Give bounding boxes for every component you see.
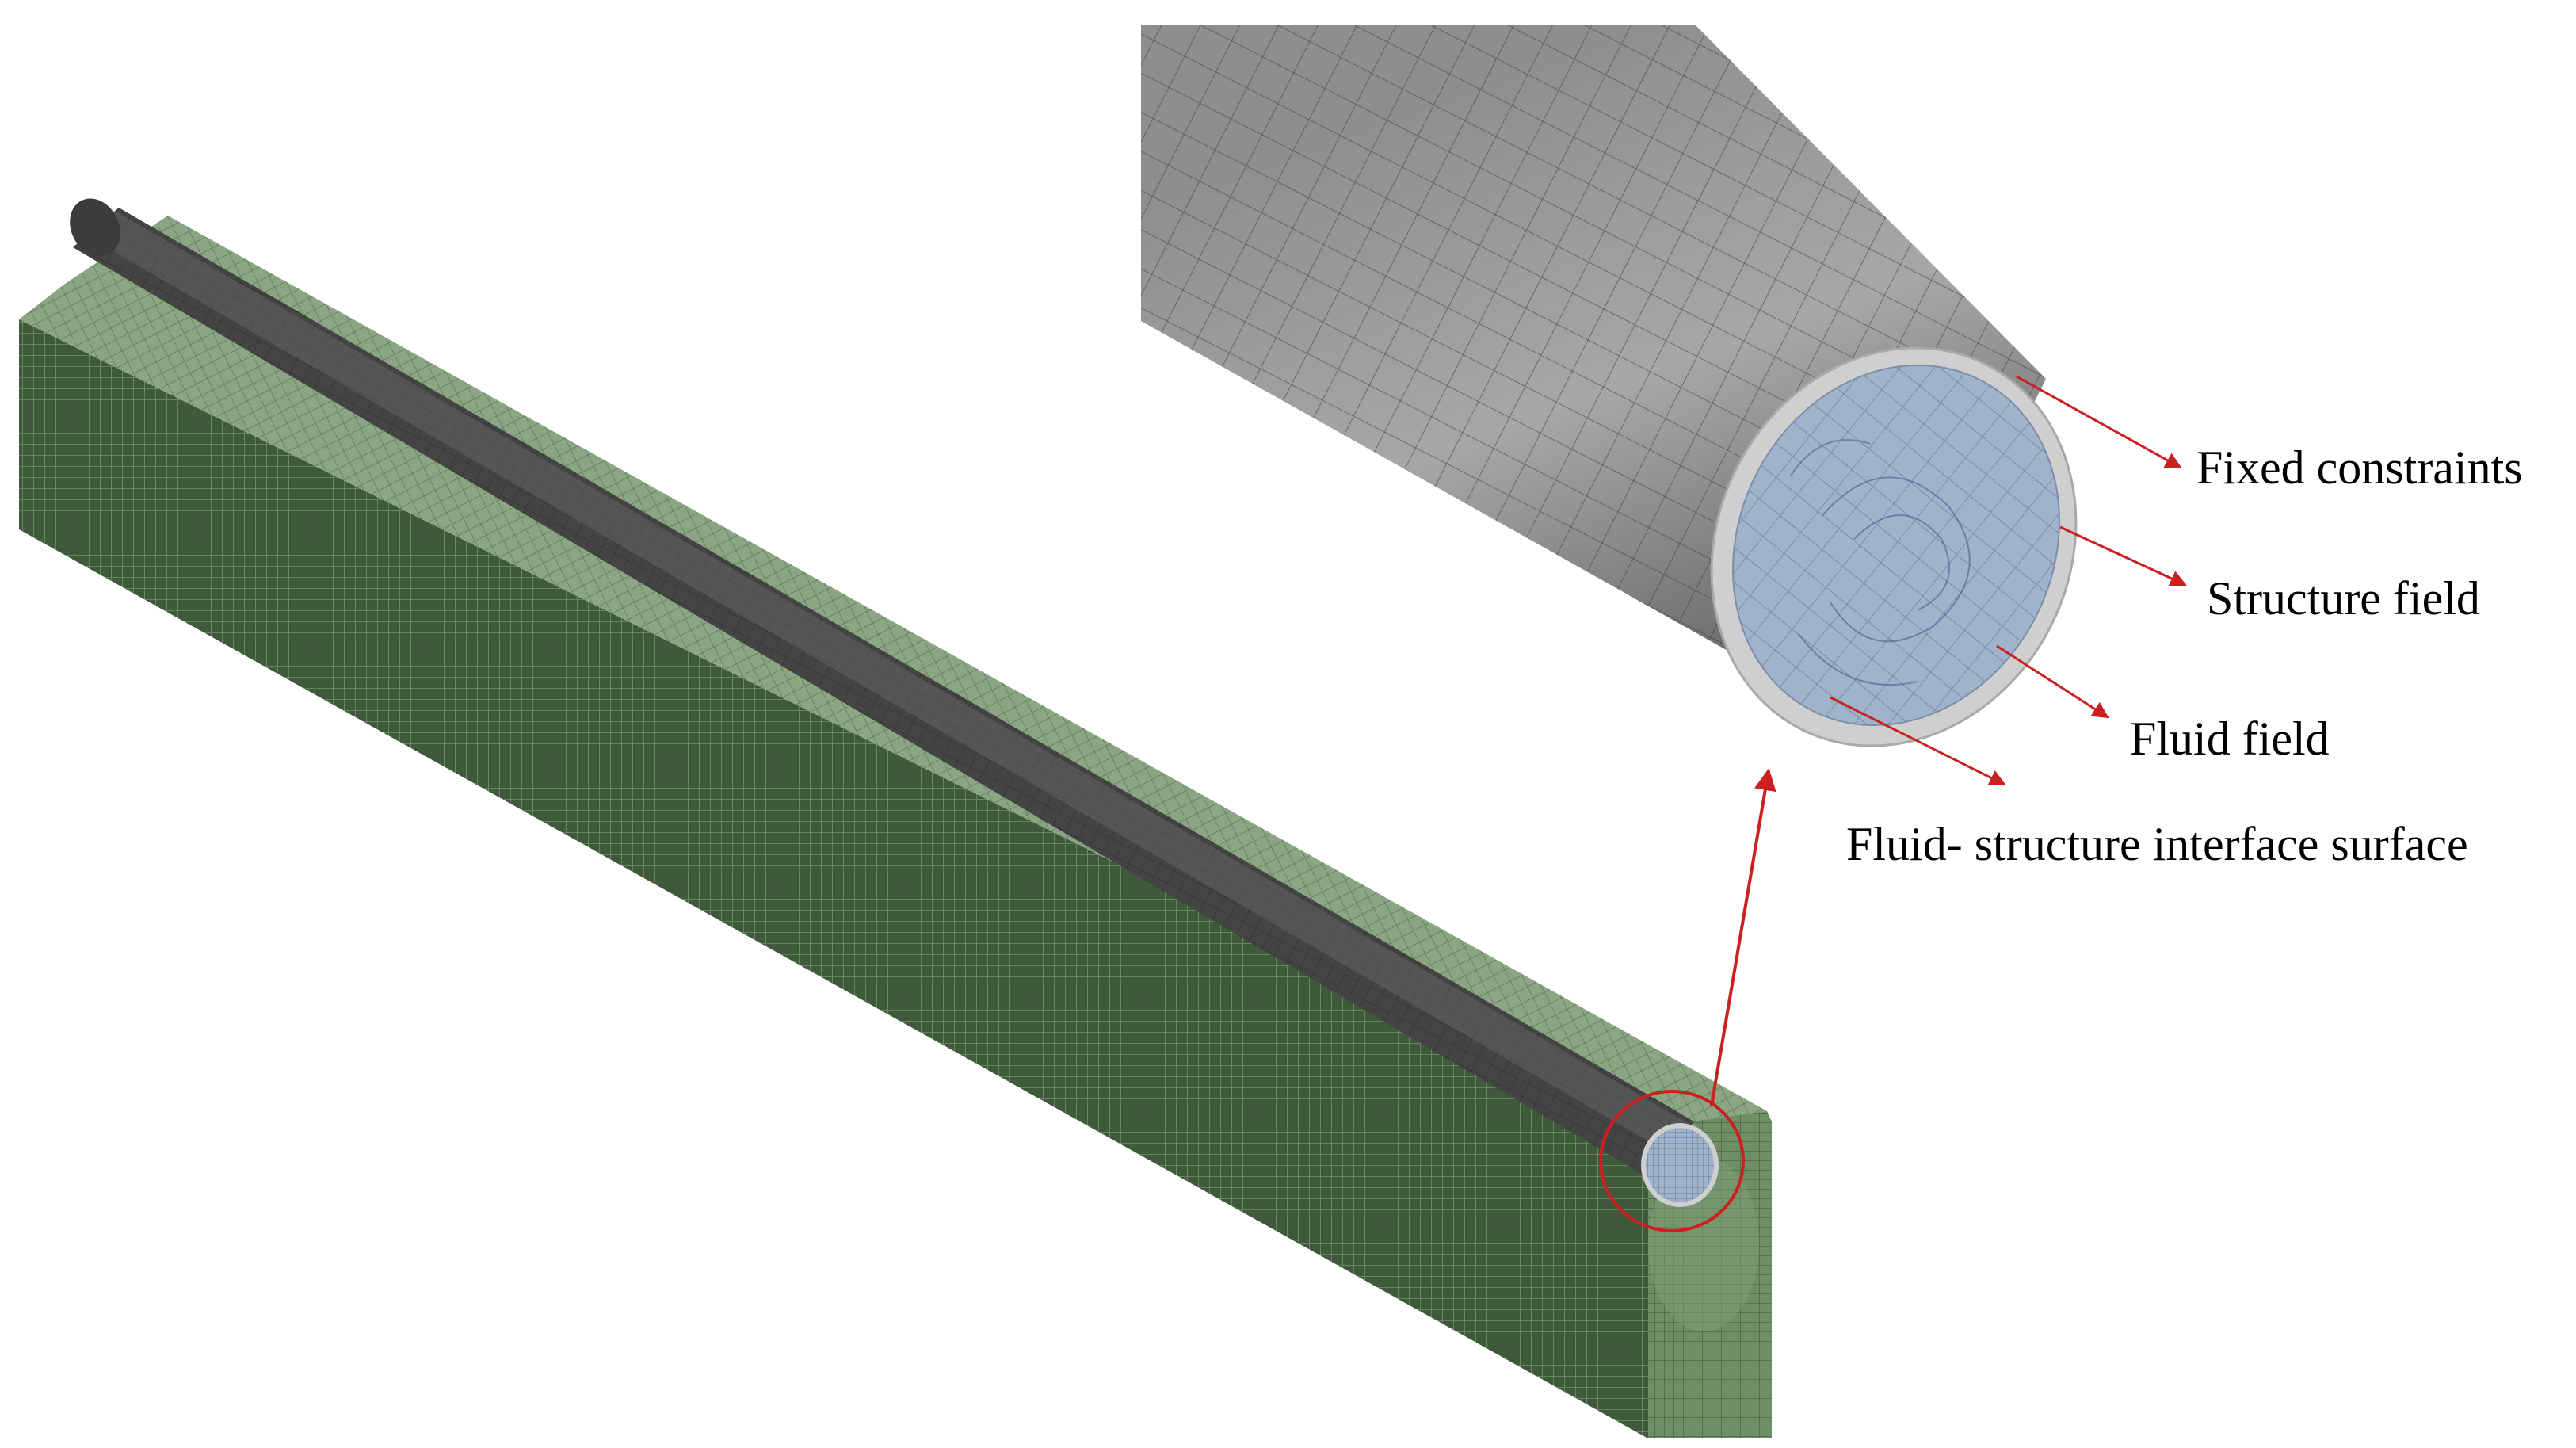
pipe-front-face — [1641, 1123, 1719, 1207]
label-structure-field: Structure field — [2207, 572, 2480, 625]
label-interface-surface: Fluid- structure interface surface — [1846, 818, 2468, 870]
zoom-arrow — [1710, 768, 1776, 1106]
label-fixed-constraints: Fixed constraints — [2196, 441, 2523, 494]
arrow-fixed-constraints — [2016, 375, 2182, 469]
arrow-interface-surface — [1830, 696, 2006, 786]
pipe-back-end — [70, 198, 120, 257]
long-pipe — [70, 198, 1719, 1207]
annotation-arrows — [1830, 375, 2187, 786]
label-fluid-field: Fluid field — [2130, 713, 2330, 765]
fluid-mesh-swirl — [1790, 439, 1971, 686]
cylinder-fluid-face — [1732, 364, 2060, 727]
arrow-fluid-field — [1996, 644, 2109, 719]
zoomed-cylinder — [1141, 25, 2078, 747]
zoom-circle — [1599, 1090, 1745, 1232]
arrow-structure-field — [2059, 525, 2187, 586]
soil-side-face — [19, 319, 1648, 1438]
